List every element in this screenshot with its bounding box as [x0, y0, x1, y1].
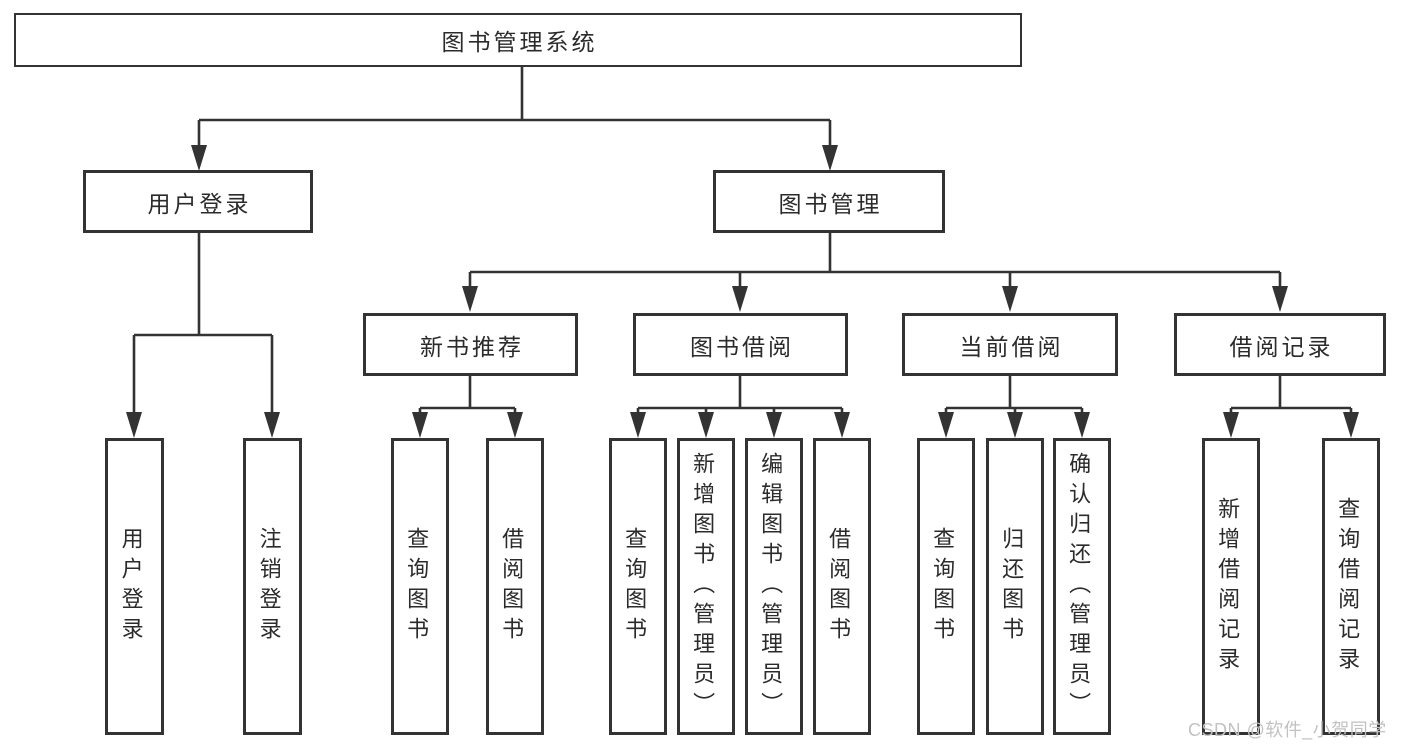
arrowhead	[1007, 412, 1023, 438]
arrowhead	[462, 286, 478, 312]
leaf-logout-label: 注销登录	[256, 526, 282, 647]
connector-book-borrow-children	[636, 376, 844, 416]
leaf-edit-book-admin-label: 编辑图书（管理员）	[758, 451, 784, 722]
leaf-query-books-2: 查询图书	[609, 438, 667, 735]
leaf-user-login-label: 用户登录	[118, 526, 144, 647]
arrowhead	[1272, 286, 1288, 312]
arrowhead	[1223, 412, 1239, 438]
node-user-login: 用户登录	[83, 170, 313, 233]
arrowhead	[1074, 412, 1090, 438]
leaf-add-borrow-record: 新增借阅记录	[1202, 438, 1260, 735]
connector-new-book-children	[418, 376, 517, 416]
leaf-borrow-books-2-label: 借阅图书	[826, 526, 852, 647]
arrowhead	[264, 412, 280, 438]
leaf-return-book-label: 归还图书	[999, 526, 1025, 647]
leaf-query-books-1: 查询图书	[391, 438, 449, 735]
arrowhead	[732, 286, 748, 312]
node-root: 图书管理系统	[14, 13, 1022, 67]
leaf-query-books-2-label: 查询图书	[622, 526, 648, 647]
connector-borrow-records-children	[1229, 376, 1353, 416]
arrowhead	[938, 412, 954, 438]
leaf-add-book-admin: 新增图书（管理员）	[677, 438, 735, 735]
leaf-borrow-books-1: 借阅图书	[486, 438, 544, 735]
node-user-login-label: 用户登录	[147, 190, 252, 217]
leaf-edit-book-admin: 编辑图书（管理员）	[745, 438, 803, 735]
leaf-query-books-3: 查询图书	[917, 438, 975, 735]
node-new-book-recommend: 新书推荐	[363, 313, 578, 376]
node-book-borrow: 图书借阅	[633, 313, 848, 376]
leaf-add-borrow-record-label: 新增借阅记录	[1215, 496, 1241, 677]
node-book-management: 图书管理	[713, 170, 945, 233]
arrowhead	[1002, 286, 1018, 312]
leaf-confirm-return-admin: 确认归还（管理员）	[1053, 438, 1111, 735]
node-borrow-records-label: 借阅记录	[1229, 333, 1334, 360]
arrowhead	[191, 145, 207, 171]
node-borrow-records: 借阅记录	[1174, 313, 1386, 376]
arrowhead	[507, 412, 523, 438]
arrowhead	[630, 412, 646, 438]
leaf-logout: 注销登录	[243, 438, 302, 735]
connector-root-to-level2	[197, 67, 832, 148]
node-book-management-label: 图书管理	[778, 190, 883, 217]
node-current-borrow: 当前借阅	[902, 313, 1118, 376]
arrowhead	[698, 412, 714, 438]
leaf-borrow-books-1-label: 借阅图书	[499, 526, 525, 647]
node-book-borrow-label: 图书借阅	[690, 333, 794, 360]
leaf-return-book: 归还图书	[986, 438, 1044, 735]
leaf-query-borrow-record: 查询借阅记录	[1322, 438, 1380, 735]
leaf-confirm-return-admin-label: 确认归还（管理员）	[1066, 451, 1092, 722]
arrowhead	[412, 412, 428, 438]
connector-book-management-children	[468, 233, 1282, 290]
arrowhead	[834, 412, 850, 438]
connector-current-borrow-children	[944, 376, 1084, 416]
node-current-borrow-label: 当前借阅	[959, 333, 1064, 360]
node-root-label: 图书管理系统	[441, 29, 598, 55]
leaf-query-books-1-label: 查询图书	[404, 526, 430, 647]
node-new-book-recommend-label: 新书推荐	[420, 333, 524, 360]
arrowhead	[126, 412, 142, 438]
watermark-text: CSDN @软件_小贺同学	[1188, 720, 1387, 740]
leaf-query-books-3-label: 查询图书	[930, 526, 956, 647]
leaf-user-login: 用户登录	[105, 438, 164, 735]
leaf-query-borrow-record-label: 查询借阅记录	[1335, 496, 1361, 677]
arrowhead	[766, 412, 782, 438]
arrowhead	[1343, 412, 1359, 438]
leaf-borrow-books-2: 借阅图书	[813, 438, 871, 735]
leaf-add-book-admin-label: 新增图书（管理员）	[690, 451, 716, 722]
connector-user-login-children	[132, 233, 274, 416]
arrowhead	[822, 145, 838, 171]
